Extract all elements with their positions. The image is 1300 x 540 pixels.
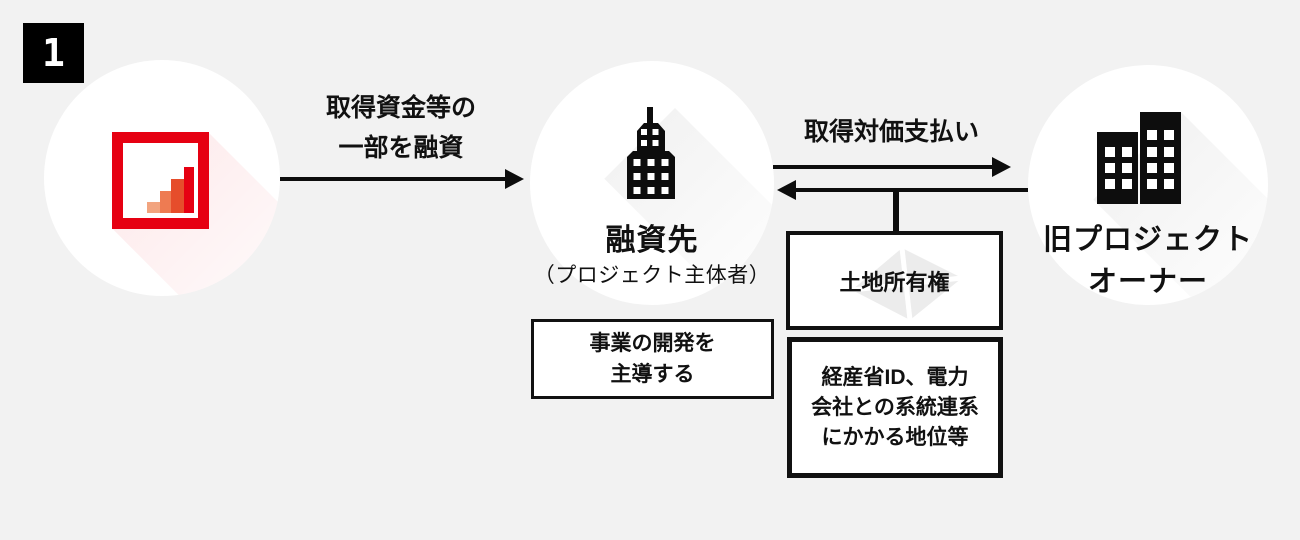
borrower-title: 融資先 xyxy=(605,224,699,257)
owner-title: 旧プロジェクト オーナー xyxy=(1018,219,1278,303)
loan-label-line-1: 取得資金等の xyxy=(325,94,476,122)
logo-bar-1 xyxy=(147,202,160,213)
step-badge: 1 xyxy=(23,23,84,83)
logo-bar-3 xyxy=(171,179,184,213)
transfer-connector-line xyxy=(893,190,899,233)
borrower-subtitle: （プロジェクト主体者） xyxy=(533,264,771,287)
step-badge-number: 1 xyxy=(42,31,65,75)
logo-bar-4 xyxy=(184,167,194,213)
land-box-label: 土地所有権 xyxy=(839,269,950,295)
logo-bar-2 xyxy=(160,191,171,213)
owner-title-line-2: オーナー xyxy=(1087,266,1208,298)
rights-box-line-3: にかかる地位等 xyxy=(821,425,969,449)
payment-arrow-label: 取得対価支払い xyxy=(803,118,979,146)
office-tower-icon xyxy=(627,107,675,199)
loan-arrowhead-icon xyxy=(505,169,524,189)
rights-box-line-1: 経産省ID、電力 xyxy=(821,365,969,389)
rights-box-line-2: 会社との系統連系 xyxy=(811,395,979,419)
payment-arrow-line xyxy=(773,165,994,169)
loan-label-line-2: 一部を融資 xyxy=(338,134,464,162)
role-box-line-1: 事業の開発を xyxy=(589,332,716,355)
loan-arrow-label: 取得資金等の 一部を融資 xyxy=(285,88,517,168)
office-buildings-icon xyxy=(1097,112,1181,204)
role-box: 事業の開発を 主導する xyxy=(531,319,774,399)
rights-box: 経産省ID、電力 会社との系統連系 にかかる地位等 xyxy=(787,337,1003,478)
lender-circle xyxy=(44,60,280,296)
loan-arrow-line xyxy=(280,177,508,181)
bar-chart-logo-icon xyxy=(112,132,209,229)
land-box: 土地所有権 xyxy=(786,231,1003,330)
role-box-line-2: 主導する xyxy=(610,363,695,386)
owner-title-line-1: 旧プロジェクト xyxy=(1042,224,1253,256)
payment-arrowhead-icon xyxy=(992,157,1011,177)
transfer-arrow-line xyxy=(794,188,1028,192)
